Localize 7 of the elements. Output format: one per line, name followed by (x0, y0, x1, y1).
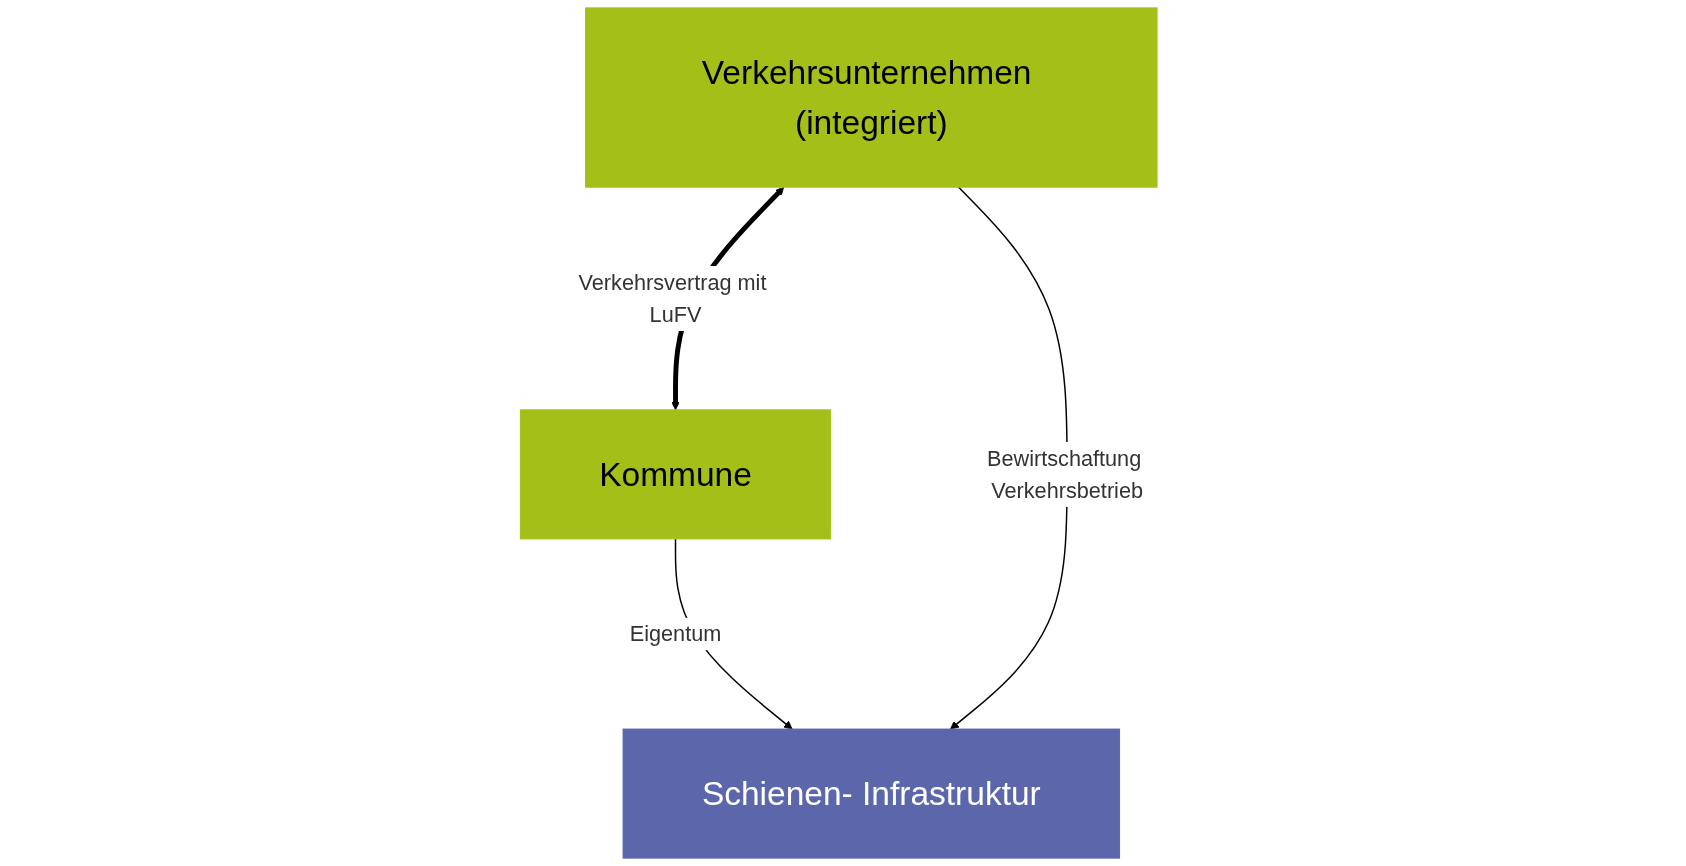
edge-label: Bewirtschaftung Verkehrsbetrieb (986, 445, 1144, 503)
arrow (950, 186, 1068, 730)
node-box: Schienen- Infrastruktur (622, 728, 1121, 859)
node-box: Verkehrsunternehmen (integriert) (585, 7, 1158, 188)
edge-label: Verkehrsvertrag mit LuFV (578, 269, 767, 328)
edge-label: Eigentum (629, 621, 722, 647)
node-box: Kommune (519, 409, 832, 540)
